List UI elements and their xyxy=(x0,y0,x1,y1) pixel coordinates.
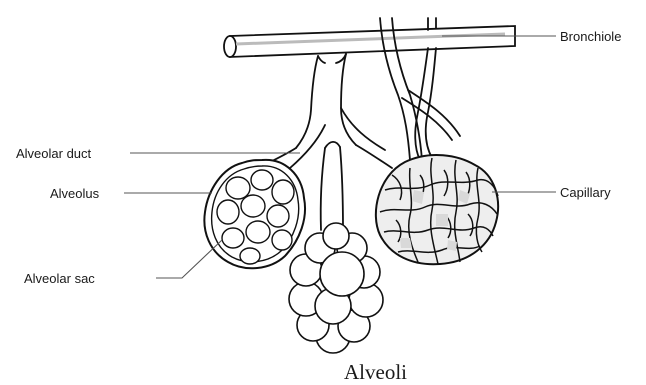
label-bronchiole: Bronchiole xyxy=(560,29,621,44)
label-capillary: Capillary xyxy=(560,185,611,200)
capillary-network-sac xyxy=(376,155,498,264)
label-alveolar-duct: Alveolar duct xyxy=(16,146,92,161)
label-alveolar-sac: Alveolar sac xyxy=(24,271,95,286)
diagram-caption: Alveoli xyxy=(344,360,407,384)
alveolar-sac-section xyxy=(204,160,305,268)
bronchiole-tube xyxy=(224,26,515,57)
alveoli-cluster xyxy=(289,223,383,353)
label-alveolus: Alveolus xyxy=(50,186,100,201)
